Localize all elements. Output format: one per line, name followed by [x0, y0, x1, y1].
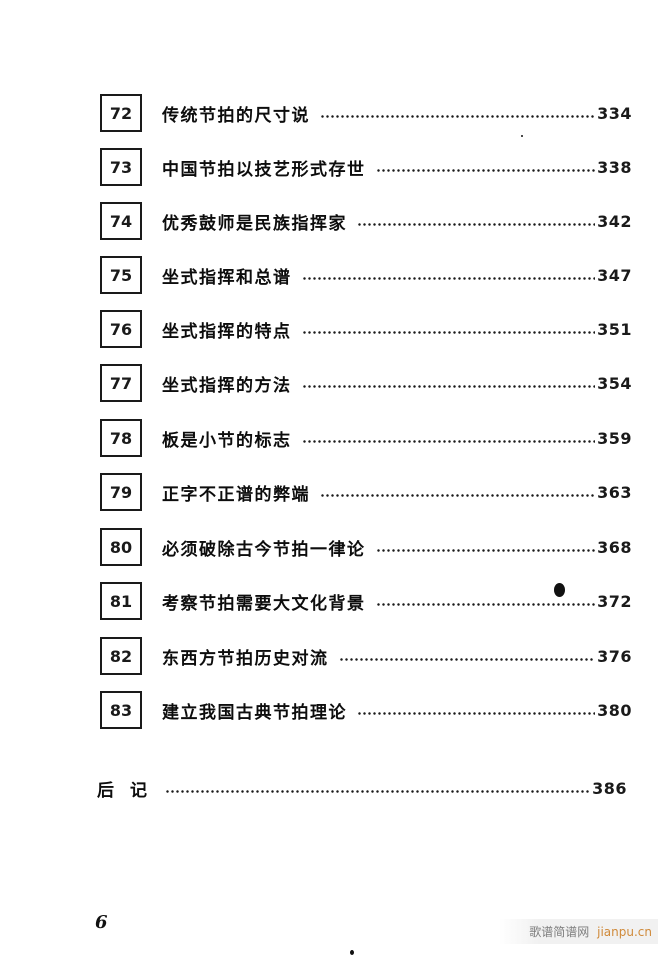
toc-entry[interactable]: 72 传统节拍的尺寸说 334	[100, 93, 632, 133]
section-title: 正字不正谱的弊端	[162, 484, 310, 505]
dot-leader	[301, 276, 596, 280]
section-number-box: 77	[100, 364, 142, 402]
page-number: 342	[597, 211, 632, 231]
toc-entry[interactable]: 77 坐式指挥的方法 354	[100, 363, 632, 403]
section-title: 坐式指挥和总谱	[162, 267, 292, 288]
dot-leader	[357, 222, 596, 226]
afterword-title: 后记	[97, 780, 163, 801]
section-title: 板是小节的标志	[162, 430, 292, 451]
watermark: 歌谱简谱网 jianpu.cn	[499, 919, 658, 944]
ink-blot	[554, 583, 565, 597]
watermark-en: jianpu.cn	[597, 925, 652, 939]
section-title: 坐式指挥的特点	[162, 321, 292, 342]
dot-leader	[301, 439, 596, 443]
page-number: 363	[597, 482, 632, 502]
dot-leader	[375, 548, 596, 552]
dot-leader	[301, 330, 596, 334]
section-number-box: 81	[100, 582, 142, 620]
section-number-box: 76	[100, 310, 142, 348]
page-number: 338	[597, 157, 632, 177]
folio-page-number: 6	[95, 912, 108, 933]
page-number: 354	[597, 373, 632, 393]
section-title: 必须破除古今节拍一律论	[162, 539, 366, 560]
dot-leader	[320, 493, 596, 497]
toc-entry[interactable]: 76 坐式指挥的特点 351	[100, 309, 632, 349]
section-number-box: 78	[100, 419, 142, 457]
toc-entry[interactable]: 75 坐式指挥和总谱 347	[100, 255, 632, 295]
page-number: 376	[597, 646, 632, 666]
page-number: 368	[597, 537, 632, 557]
dot-leader	[338, 657, 596, 661]
toc-entry[interactable]: 73 中国节拍以技艺形式存世 338	[100, 147, 632, 187]
section-number-box: 74	[100, 202, 142, 240]
toc-entry[interactable]: 80 必须破除古今节拍一律论 368	[100, 527, 632, 567]
ink-speck	[350, 950, 354, 955]
page-number: 380	[597, 700, 632, 720]
ink-speck	[521, 135, 523, 137]
page-number: 359	[597, 428, 632, 448]
section-title: 优秀鼓师是民族指挥家	[162, 213, 347, 234]
section-number-box: 72	[100, 94, 142, 132]
section-title: 传统节拍的尺寸说	[162, 105, 310, 126]
section-number-box: 75	[100, 256, 142, 294]
section-title: 中国节拍以技艺形式存世	[162, 159, 366, 180]
toc-entry[interactable]: 74 优秀鼓师是民族指挥家 342	[100, 201, 632, 241]
dot-leader	[165, 789, 591, 793]
section-number-box: 73	[100, 148, 142, 186]
page-number: 351	[597, 319, 632, 339]
dot-leader	[375, 168, 596, 172]
toc-entry[interactable]: 78 板是小节的标志 359	[100, 418, 632, 458]
page-number: 386	[592, 778, 627, 798]
section-title: 建立我国古典节拍理论	[162, 702, 347, 723]
toc-entry[interactable]: 79 正字不正谱的弊端 363	[100, 472, 632, 512]
page-number: 347	[597, 265, 632, 285]
section-title: 东西方节拍历史对流	[162, 648, 329, 669]
section-number-box: 82	[100, 637, 142, 675]
toc-entry[interactable]: 83 建立我国古典节拍理论 380	[100, 690, 632, 730]
section-number-box: 79	[100, 473, 142, 511]
dot-leader	[357, 711, 596, 715]
toc-entry[interactable]: 81 考察节拍需要大文化背景 372	[100, 581, 632, 621]
section-title: 坐式指挥的方法	[162, 375, 292, 396]
page-number: 334	[597, 103, 632, 123]
watermark-cn: 歌谱简谱网	[529, 925, 590, 939]
dot-leader	[320, 114, 596, 118]
dot-leader	[301, 384, 596, 388]
section-title: 考察节拍需要大文化背景	[162, 593, 366, 614]
section-number-box: 83	[100, 691, 142, 729]
toc-entry-afterword[interactable]: 后记 386	[97, 773, 627, 803]
dot-leader	[375, 602, 596, 606]
section-number-box: 80	[100, 528, 142, 566]
toc-entry[interactable]: 82 东西方节拍历史对流 376	[100, 636, 632, 676]
page-number: 372	[597, 591, 632, 611]
